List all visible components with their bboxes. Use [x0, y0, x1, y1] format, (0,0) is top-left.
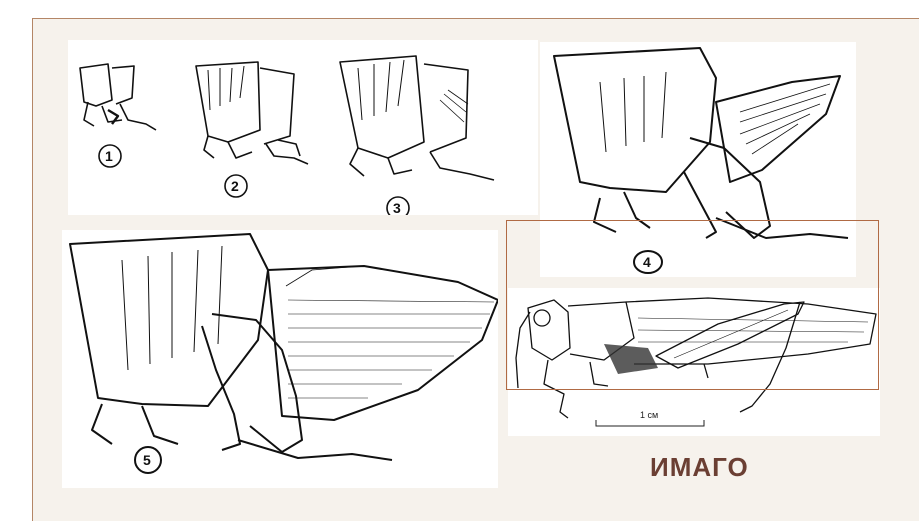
stage-5-drawing: 5: [62, 230, 498, 488]
highlight-box: [506, 220, 879, 390]
stage-2-drawing: [196, 62, 308, 197]
stage-1-drawing: [80, 64, 156, 167]
scale-bar: [596, 420, 704, 426]
panel-stage-5: 5: [62, 230, 498, 488]
stage-3-drawing: [340, 56, 494, 215]
panel-stages-1-3: 1 2 3: [68, 40, 538, 215]
stage-label-5: 5: [143, 452, 151, 468]
stage-label-2: 2: [231, 178, 239, 194]
stage-label-3: 3: [393, 200, 401, 215]
stage-label-1: 1: [105, 148, 113, 164]
imago-caption: ИМАГО: [650, 452, 749, 483]
stages-1-3-drawing: 1 2 3: [68, 40, 538, 215]
scale-bar-label: 1 см: [640, 410, 658, 420]
